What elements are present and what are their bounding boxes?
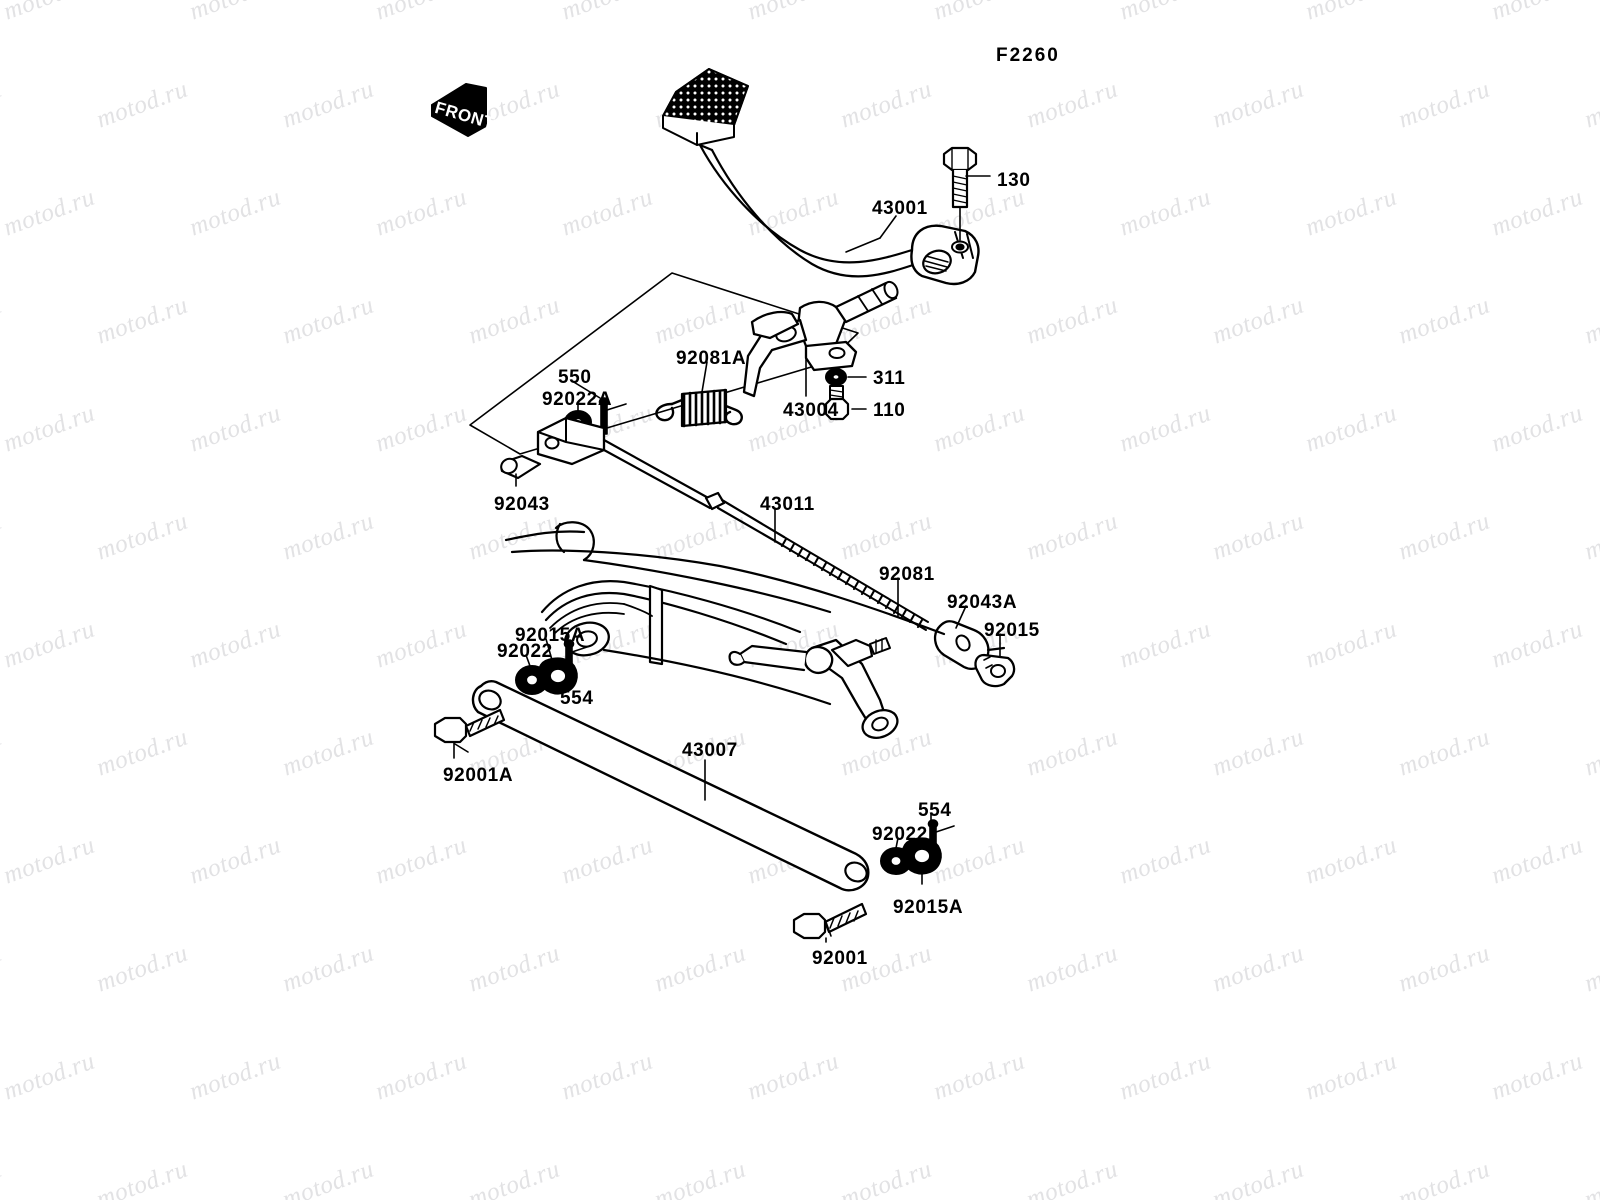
brake-pedal-part [662, 68, 918, 278]
label-110[interactable]: 110 [873, 400, 906, 421]
front-arrow-icon [431, 83, 487, 137]
joint-92043A [933, 620, 1006, 670]
label-43011[interactable]: 43011 [760, 494, 815, 515]
label-92022A[interactable]: 92022A [542, 389, 613, 410]
label-92081[interactable]: 92081 [879, 564, 935, 585]
label-554-upper[interactable]: 554 [560, 688, 594, 709]
label-92022-lower[interactable]: 92022 [872, 824, 928, 845]
label-43007[interactable]: 43007 [682, 740, 738, 761]
sheet-code: F2260 [996, 45, 1060, 66]
upper-fastener-stack [433, 639, 591, 759]
label-92022[interactable]: 92022 [497, 641, 553, 662]
label-550[interactable]: 550 [558, 367, 592, 388]
label-554-lower[interactable]: 554 [918, 800, 952, 821]
label-130[interactable]: 130 [997, 170, 1031, 191]
leader-lines [454, 175, 1001, 937]
label-92015A-lower[interactable]: 92015A [893, 897, 964, 918]
label-92001[interactable]: 92001 [812, 948, 868, 969]
swingarm-outline [504, 521, 946, 706]
rod-clevis-joint [536, 416, 606, 466]
adjusting-nut-92015 [974, 653, 1016, 688]
label-43001[interactable]: 43001 [872, 198, 928, 219]
label-311[interactable]: 311 [873, 368, 906, 389]
label-92015[interactable]: 92015 [984, 620, 1040, 641]
label-92081A[interactable]: 92081A [676, 348, 747, 369]
label-92015A[interactable]: 92015A [515, 625, 586, 646]
label-43004[interactable]: 43004 [783, 400, 839, 421]
bolt-130 [942, 146, 978, 241]
return-spring-92081A [655, 388, 743, 428]
label-92043A[interactable]: 92043A [947, 592, 1018, 613]
brake-rod-43011 [602, 438, 929, 631]
brake-cam-lever [728, 637, 899, 739]
washer-311 [825, 368, 847, 386]
pin-92043 [500, 454, 542, 487]
cotter-pin-550 [598, 397, 627, 435]
label-92043[interactable]: 92043 [494, 494, 550, 515]
bolt-110 [824, 385, 850, 421]
label-92001A[interactable]: 92001A [443, 765, 514, 786]
pedal-pivot-boss [910, 224, 980, 286]
lower-fastener-stack [792, 819, 955, 943]
torque-link-43007 [471, 680, 870, 892]
mount-plate-outline [469, 272, 859, 455]
bracket-43004 [742, 280, 899, 398]
